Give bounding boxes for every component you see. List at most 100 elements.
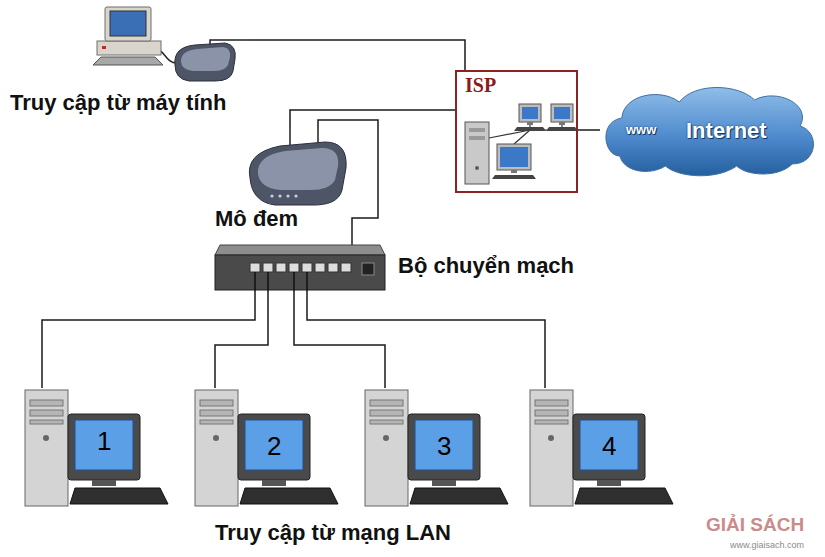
lan-computer: 4 (525, 388, 675, 513)
pc-tower (195, 390, 238, 506)
switch-top (215, 245, 385, 255)
power-button (548, 435, 554, 441)
network-port (276, 263, 286, 272)
monitor (497, 144, 531, 170)
text-holder: 3 (437, 431, 451, 462)
monitor-screen (580, 420, 638, 470)
watermark: GIẢI SÁCH (706, 514, 804, 536)
text-holder: GIẢI SÁCH (706, 514, 804, 536)
cable-connector (307, 292, 545, 388)
status-light (294, 194, 297, 197)
drive-bay (535, 420, 568, 424)
monitor (551, 104, 573, 122)
monitor-screen (110, 11, 146, 36)
keyboard (492, 175, 536, 179)
watermark-url: www.giaisach.com (730, 540, 804, 550)
pc-case (97, 41, 161, 55)
power-socket (362, 263, 374, 275)
drive-bay (469, 128, 485, 132)
internet-cloud: www Internet (600, 82, 818, 178)
monitor-screen (75, 420, 133, 470)
drive-bay (469, 136, 485, 140)
lan-computer-drawing (20, 388, 170, 513)
callout-number: 2 (267, 431, 281, 462)
server-tower (465, 122, 489, 184)
network-port (328, 263, 338, 272)
network-port (263, 263, 273, 272)
power-button (43, 435, 49, 441)
monitor-stand (597, 480, 621, 486)
monitor (105, 7, 151, 41)
cloud-shape (606, 88, 814, 176)
lan-computer: 3 (360, 388, 510, 513)
network-port (341, 263, 351, 272)
monitor-screen (554, 107, 570, 119)
callout-number: 4 (602, 431, 616, 462)
drive-bay (30, 410, 63, 416)
status-light (278, 194, 281, 197)
modem-top (258, 148, 338, 190)
drive-bay (30, 420, 63, 424)
network-switch: Bộ chuyển mạch (212, 243, 592, 292)
callout-number: 3 (437, 431, 451, 462)
network-port (302, 263, 312, 272)
keyboard (70, 488, 168, 504)
monitor (573, 414, 645, 480)
callout-number: 1 (97, 426, 111, 457)
drive-bay (535, 410, 568, 416)
monitor (68, 414, 140, 480)
text-holder: Mô đem (215, 206, 298, 232)
drive-bay (370, 410, 403, 416)
drive-bay (535, 400, 568, 406)
keyboard (575, 488, 673, 504)
power-button (213, 435, 219, 441)
computer-access: Truy cập từ máy tính (5, 5, 250, 120)
monitor-screen (415, 420, 473, 470)
keyboard (240, 488, 338, 504)
cable-connector (250, 40, 465, 70)
monitor-screen (522, 107, 538, 119)
power-button (475, 166, 479, 170)
text-holder: www (626, 122, 656, 137)
text-holder: Truy cập từ mạng LAN (215, 520, 451, 546)
network-cable (489, 122, 562, 144)
text-holder: ISP (465, 74, 496, 97)
monitor-screen (500, 147, 528, 167)
monitor-screen (245, 420, 303, 470)
status-light (286, 194, 289, 197)
cable-connector (215, 292, 268, 388)
node-label: ISP (465, 74, 496, 97)
drive-bay (200, 410, 233, 416)
keyboard (514, 127, 546, 131)
keyboard (93, 57, 163, 65)
lan-computer-drawing (525, 388, 675, 513)
monitor (408, 414, 480, 480)
text-holder: Internet (686, 118, 767, 144)
drive-bay (200, 420, 233, 424)
power-button (383, 435, 389, 441)
cable-connector (578, 129, 600, 131)
modem-body (249, 142, 346, 205)
cable-connector (290, 110, 455, 128)
lan-computer: 1 (20, 388, 170, 513)
area-caption: Truy cập từ mạng LAN (215, 520, 451, 546)
node-label: Internet (686, 118, 767, 144)
switch-front (215, 255, 385, 290)
pc-tower (365, 390, 408, 506)
monitor-stand (527, 122, 533, 125)
monitor (238, 414, 310, 480)
text-holder: www.giaisach.com (730, 540, 804, 550)
text-holder: 2 (267, 431, 281, 462)
node-label: Mô đem (215, 206, 298, 232)
status-light (270, 194, 273, 197)
network-port (315, 263, 325, 272)
pc-tower (530, 390, 573, 506)
modem: Mô đem (210, 128, 355, 234)
isp-box: ISP (455, 70, 578, 193)
drive-bay (370, 420, 403, 424)
drive-bay (200, 400, 233, 406)
lan-computer: 2 (190, 388, 340, 513)
cable-connector (42, 292, 255, 388)
modem-top (181, 47, 230, 71)
